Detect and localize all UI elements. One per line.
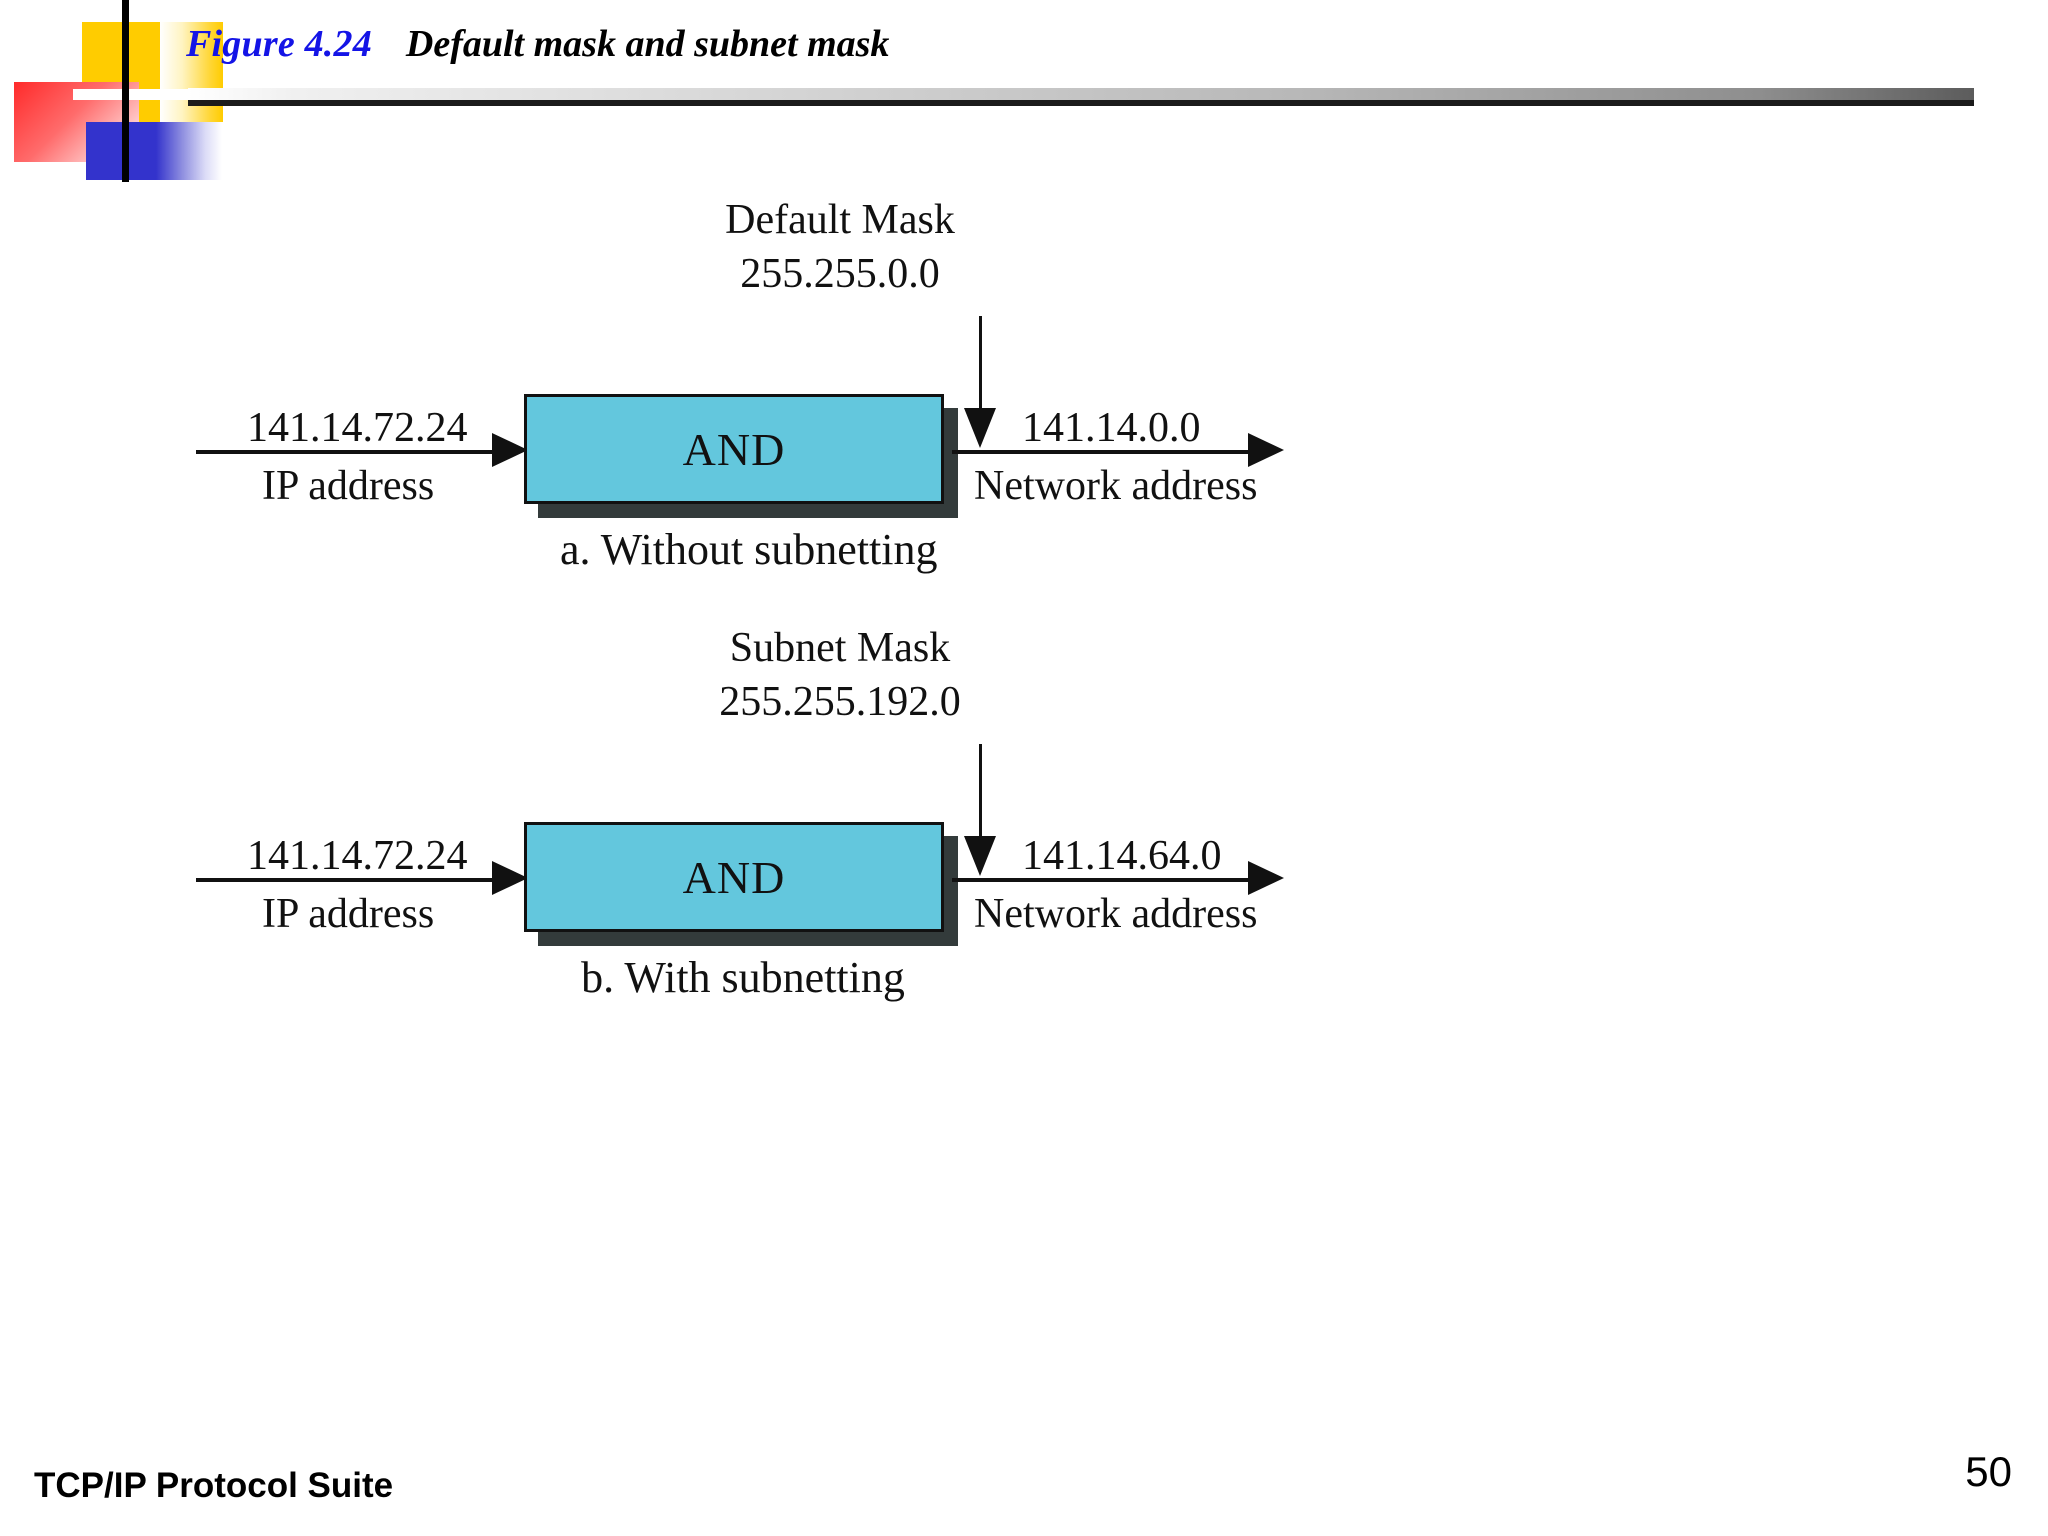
input-arrow-head-icon xyxy=(492,433,528,467)
default-mask-value: 255.255.0.0 xyxy=(740,251,940,297)
title-divider-dark xyxy=(188,100,1974,106)
input-arrow-head-icon-2 xyxy=(492,861,528,895)
input-ip-value: 141.14.72.24 xyxy=(247,405,468,451)
figure-title-row: Figure 4.24 Default mask and subnet mask xyxy=(186,22,889,66)
output-network-label: Network address xyxy=(974,463,1258,509)
and-operation-box-2: AND xyxy=(524,822,944,932)
caption-without-subnetting: a. Without subnetting xyxy=(560,525,938,574)
logo-white-bar-icon xyxy=(73,89,223,100)
footer-page-number: 50 xyxy=(1965,1448,2012,1495)
and-operation-label-2: AND xyxy=(682,851,786,903)
mask-arrow-line xyxy=(979,316,982,416)
output-arrow-head-icon xyxy=(1248,433,1284,467)
figure-title-text: Default mask and subnet mask xyxy=(405,23,890,65)
input-ip-label-2: IP address xyxy=(262,891,435,937)
title-divider-light xyxy=(188,88,1974,101)
output-network-value: 141.14.0.0 xyxy=(1022,405,1201,451)
subnet-mask-value: 255.255.192.0 xyxy=(719,679,961,725)
output-arrow-line xyxy=(952,450,1264,454)
subnet-mask-name: Subnet Mask 255.255.192.0 xyxy=(640,624,1040,726)
subnet-mask-arrow-line xyxy=(979,744,982,844)
logo-blue-square-icon xyxy=(86,122,156,180)
logo-vertical-bar-icon xyxy=(122,0,129,182)
subnet-mask-arrow-head-icon xyxy=(964,836,996,876)
slide-logo-decoration xyxy=(0,0,300,200)
logo-blue-gradient-icon xyxy=(156,122,222,180)
input-ip-value-2: 141.14.72.24 xyxy=(247,833,468,879)
figure-number-label: Figure 4.24 xyxy=(186,23,372,65)
output-network-label-2: Network address xyxy=(974,891,1258,937)
output-arrow-line-2 xyxy=(952,878,1264,882)
output-arrow-head-icon-2 xyxy=(1248,861,1284,895)
input-ip-label: IP address xyxy=(262,463,435,509)
and-operation-box: AND xyxy=(524,394,944,504)
footer-book-title: TCP/IP Protocol Suite xyxy=(34,1466,394,1505)
input-arrow-line xyxy=(196,450,508,454)
output-network-value-2: 141.14.64.0 xyxy=(1022,833,1222,879)
caption-with-subnetting: b. With subnetting xyxy=(581,953,905,1002)
and-operation-label: AND xyxy=(682,423,786,475)
mask-arrow-head-icon xyxy=(964,408,996,448)
default-mask-name: Default Mask 255.255.0.0 xyxy=(640,196,1040,298)
input-arrow-line-2 xyxy=(196,878,508,882)
